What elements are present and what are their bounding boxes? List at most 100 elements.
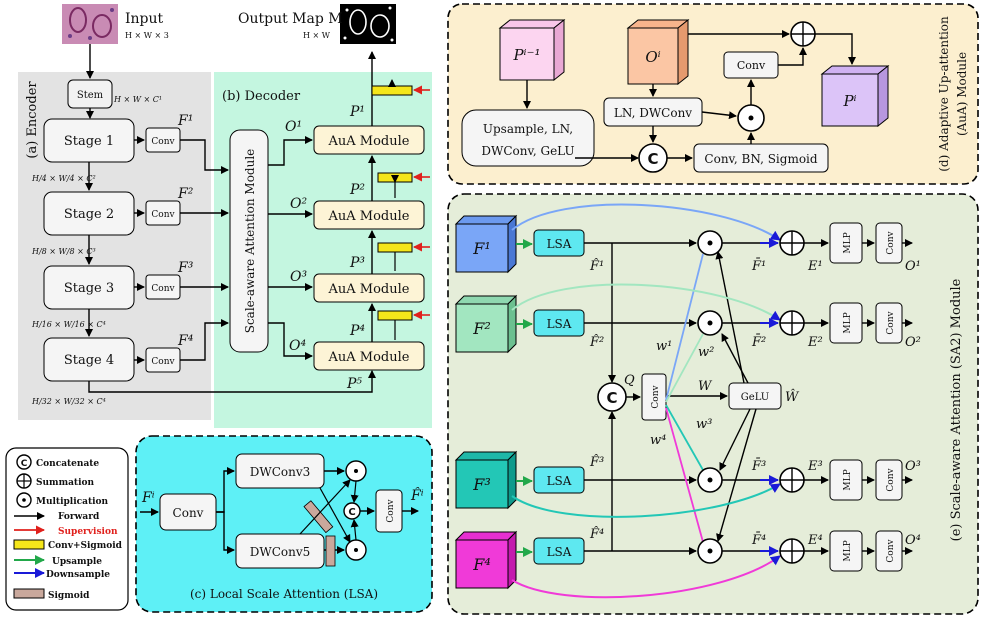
input-image [62, 4, 118, 44]
sa2-conv-4: Conv [875, 530, 903, 572]
dec-p2: P² [349, 182, 365, 198]
supervision-head-1 [371, 79, 430, 96]
sa2-f1-cube: F¹ [454, 214, 518, 274]
svg-text:C: C [647, 150, 658, 168]
legend-summation: Summation [16, 473, 94, 489]
aua-module-2: AuA Module [313, 200, 425, 230]
sa2-fhat-2: F̂² [589, 334, 604, 350]
aua-multiply-icon [737, 104, 765, 132]
stage-1-block: Stage 1 [43, 118, 135, 163]
svg-text:MLP: MLP [843, 312, 853, 333]
lsa-dwconv5-block: DWConv5 [235, 533, 325, 569]
input-dims: H × W × 3 [125, 31, 169, 40]
sa2-mlp-4: MLP [829, 530, 863, 572]
svg-text:Supervision: Supervision [58, 527, 118, 537]
aua-upsample-block: Upsample, LN, DWConv, GeLU [461, 109, 595, 167]
stem-dims: H × W × C¹ [113, 95, 162, 104]
sa2-e3: E³ [807, 459, 823, 474]
sa2-f3-cube: F³ [454, 450, 518, 510]
output-label: Output Map M [238, 11, 343, 27]
sa2-fbar-4: F̄⁴ [751, 532, 766, 548]
legend-concatenate: C Concatenate [16, 454, 99, 470]
sa2-w1: w¹ [656, 339, 672, 354]
sa2-lsa-2: LSA [533, 309, 585, 337]
sa2-w: W [698, 379, 713, 394]
svg-text:AuA Module: AuA Module [328, 282, 410, 297]
sa2-conv-3: Conv [875, 459, 903, 501]
dec-p4: P⁴ [349, 323, 365, 339]
svg-text:DWConv5: DWConv5 [250, 545, 311, 559]
sam-label: Scale-aware Attention Module [243, 149, 257, 334]
sa2-lsa-4: LSA [533, 537, 585, 565]
supervision-head-2 [377, 172, 430, 198]
supervision-head-4 [377, 310, 430, 340]
stage-2-block: Stage 2 [43, 191, 135, 236]
svg-text:Conv: Conv [151, 284, 175, 294]
svg-text:Conv+Sigmoid: Conv+Sigmoid [48, 541, 123, 551]
sa2-gelu-block: GeLU [728, 382, 782, 410]
sa2-o2: O² [905, 335, 921, 350]
sa2-fbar-2: F̄² [751, 334, 766, 350]
dec-o3: O³ [290, 269, 307, 285]
svg-text:AuA Module: AuA Module [328, 134, 410, 149]
lsa-sigmoid-bar-2 [325, 535, 336, 567]
encoder-conv-2: Conv [145, 200, 181, 226]
sa2-conv-2: Conv [875, 302, 903, 344]
svg-text:Conv: Conv [386, 498, 396, 522]
dec-p3: P³ [349, 255, 365, 271]
aua-conv-block: Conv [723, 51, 779, 79]
sa2-sum-4 [779, 538, 805, 564]
aua-sum-icon [790, 21, 816, 47]
sa2-multiply-2 [697, 310, 723, 336]
svg-text:Pⁱ⁻¹: Pⁱ⁻¹ [512, 46, 540, 64]
svg-text:C: C [606, 389, 617, 407]
svg-text:MLP: MLP [843, 540, 853, 561]
svg-text:MLP: MLP [843, 469, 853, 490]
aua-ln-dwconv-block: LN, DWConv [603, 97, 703, 127]
lsa-sigmoid-bar-1 [303, 500, 334, 534]
o-i-cube: Oⁱ [626, 18, 690, 86]
lsa-multiply-bottom [345, 539, 367, 561]
sa2-mlp-1: MLP [829, 222, 863, 264]
enc-f3: F³ [177, 260, 194, 276]
sa2-conv-q: Conv [641, 373, 667, 421]
svg-text:Conv: Conv [151, 357, 175, 367]
sa2-fbar-3: F̄³ [751, 458, 766, 474]
dims-stage-2: H/8 × W/8 × C³ [31, 247, 96, 256]
svg-text:F⁴: F⁴ [472, 555, 491, 574]
svg-text:Conv: Conv [651, 384, 661, 408]
dec-p5: P⁵ [346, 376, 362, 392]
encoder-conv-4: Conv [145, 347, 181, 373]
aua-panel-title-2: (AuA) Module [955, 52, 969, 136]
lsa-out-conv: Conv [375, 489, 403, 533]
p-prev-cube: Pⁱ⁻¹ [498, 18, 566, 82]
aua-conv-bn-sigmoid-block: Conv, BN, Sigmoid [693, 143, 829, 173]
svg-text:F¹: F¹ [472, 239, 491, 258]
legend-sigmoid: Sigmoid [13, 588, 90, 601]
lsa-fi: Fⁱ [141, 490, 155, 506]
encoder-conv-3: Conv [145, 274, 181, 300]
sa2-e1: E¹ [807, 259, 823, 274]
svg-text:DWConv3: DWConv3 [250, 465, 311, 479]
aua-panel-title-1: (d) Adaptive Up-attention [937, 16, 951, 172]
sa2-what: Ŵ [785, 389, 800, 405]
svg-text:Concatenate: Concatenate [36, 459, 99, 469]
aua-module-1: AuA Module [313, 125, 425, 155]
svg-text:GeLU: GeLU [741, 392, 769, 403]
svg-text:Conv: Conv [173, 506, 204, 520]
sa2-lsa-3: LSA [533, 466, 585, 494]
dims-stage-1: H/4 × W/4 × C² [31, 174, 96, 183]
sa2-sum-1 [779, 230, 805, 256]
svg-text:Downsample: Downsample [46, 570, 110, 580]
svg-text:Conv: Conv [737, 59, 766, 72]
sa2-mlp-3: MLP [829, 459, 863, 501]
sa2-concat-icon: C [597, 382, 627, 412]
sa2-lsa-1: LSA [533, 229, 585, 257]
svg-text:LSA: LSA [547, 545, 572, 559]
svg-text:Conv: Conv [886, 467, 896, 491]
legend-forward: Forward [14, 512, 100, 522]
sa2-f2-cube: F² [454, 294, 518, 354]
svg-text:F³: F³ [472, 475, 491, 494]
sa2-fhat-1: F̂¹ [589, 258, 604, 274]
svg-text:MLP: MLP [843, 232, 853, 253]
